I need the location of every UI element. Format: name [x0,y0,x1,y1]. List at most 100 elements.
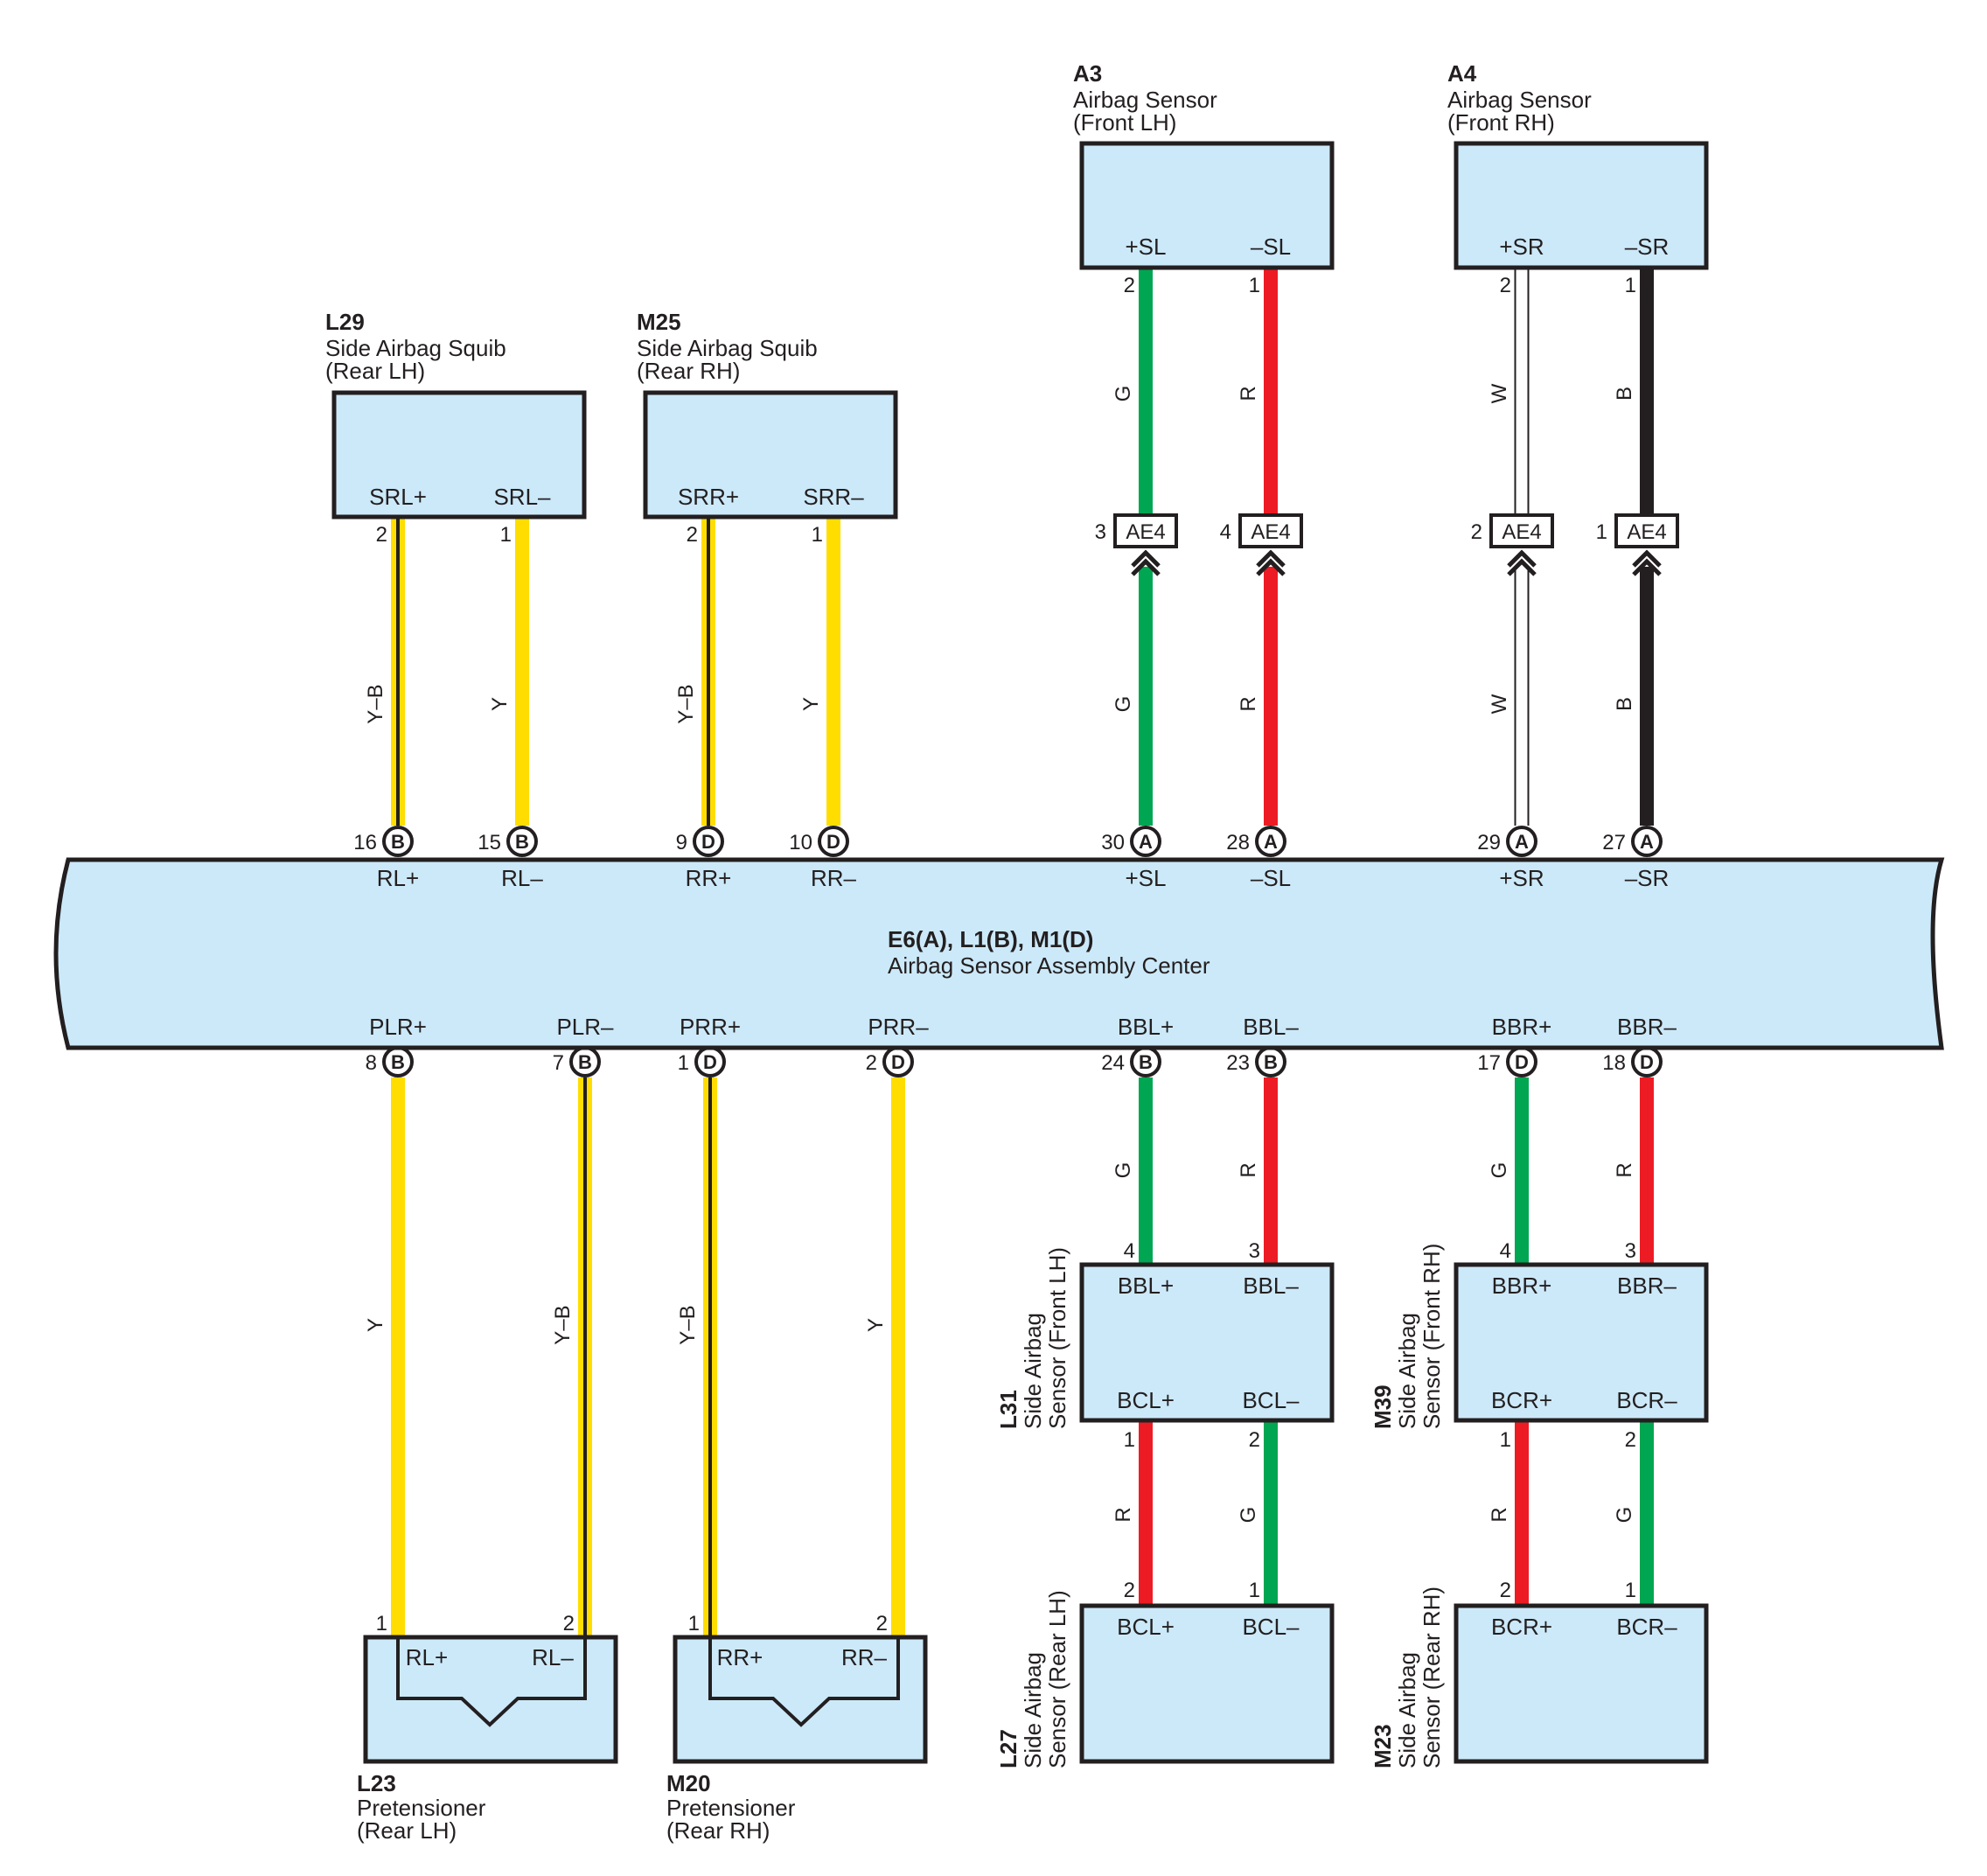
wire-color-code-group: R [1112,1507,1135,1522]
ecu-pin-number: 28 [1226,831,1250,854]
ecu-terminal-sr-plus: +SR [1499,865,1544,891]
ecu-pin-number: 29 [1477,831,1501,854]
wire-color-code-group: R [1488,1507,1511,1522]
terminal-label: BBL+ [1118,1273,1174,1299]
component-name: Airbag Sensor [1073,87,1217,113]
terminal-label: –SR [1625,234,1670,260]
connector-letter: D [826,831,840,853]
junction-connector-label: AE4 [1251,520,1290,544]
wire-color-code: G [1112,1162,1135,1179]
component-pin-number: 1 [376,1612,387,1635]
component-caption: L31 Side Airbag Sensor (Front LH) [995,1247,1070,1429]
connector-letter: A [1264,831,1278,853]
ecu-terminal-plr-minus: PLR– [556,1014,614,1040]
connector-letter: D [891,1051,905,1073]
terminal-label: SRL– [493,484,551,510]
ecu-pin-number: 1 [678,1051,689,1075]
terminal-label: BBR– [1617,1273,1677,1299]
component-pin-number: 2 [1500,274,1511,297]
ecu-pin-number: 2 [866,1051,877,1075]
ecu-pin-number: 17 [1477,1051,1501,1075]
ecu-terminal-bbl-minus: BBL– [1243,1014,1299,1040]
wire-color-code: R [1613,1162,1636,1177]
terminal-label: SRL+ [369,484,427,510]
wire-color-code-group: R [1613,1162,1636,1177]
terminal-label: BCR+ [1491,1614,1552,1640]
connector-letter: B [1139,1051,1153,1073]
wire-color-code: R [1237,696,1260,711]
component-l27: BCL+ BCL– L27 Side Airbag Sensor (Rear L… [995,1590,1335,1768]
ecu-bottom-terminals: PLR+ PLR– PRR+ PRR– BBL+ BBL– BBR+ BBR– [369,1014,1677,1040]
ecu-terminal-rr-plus: RR+ [686,865,732,891]
component-box [1079,1603,1335,1764]
ecu-terminal-bbr-minus: BBR– [1617,1014,1677,1040]
component-id: L27 [995,1729,1021,1768]
ecu-pin-number: 18 [1602,1051,1626,1075]
terminal-label: RL– [532,1644,574,1670]
component-name: Side Airbag [1020,1652,1046,1768]
connector-letter: B [1264,1051,1278,1073]
wire-color-code: Y [488,697,512,711]
chevron-icon [1131,558,1161,576]
ecu-terminal-bbl-plus: BBL+ [1118,1014,1174,1040]
ecu-pin-number: 23 [1226,1051,1250,1075]
component-box [1454,141,1709,270]
wires-layer: Y–B2B16Y1B15Y–B2D9Y1D10AE43GG2A30AE44RR1… [353,268,1679,1637]
component-l23: RL+ RL– L23 Pretensioner (Rear LH) [357,1635,618,1844]
ecu-terminal-sr-minus: –SR [1625,865,1670,891]
terminal-label: RR– [841,1644,888,1670]
component-box [1079,141,1335,270]
wire-color-code: R [1488,1507,1511,1522]
wire-color-code: Y–B [674,684,698,723]
component-name: Sensor (Front RH) [1419,1244,1445,1429]
component-caption: M39 Side Airbag Sensor (Front RH) [1370,1244,1445,1429]
component-id: M23 [1370,1724,1396,1768]
component-a4: A4 Airbag Sensor (Front RH) +SR –SR [1447,60,1709,270]
connector-circle [1506,826,1537,857]
wire-color-code-group: Y [364,1318,387,1332]
component-l31: BBL+ BBL– BCL+ BCL– L31 Side Airbag Sens… [995,1247,1335,1429]
connector-circle [693,826,724,857]
junction-pin-number: 1 [1596,520,1607,544]
junction-connector-box [1489,513,1554,548]
ecu-top-terminals: RL+ RL– RR+ RR– +SL –SL +SR –SR [377,865,1670,891]
chevron-icon [1507,558,1537,576]
ecu-body [53,857,1945,1050]
component-box [1454,1262,1709,1423]
component-pin-number: 4 [1124,1239,1135,1263]
wire-color-code-group: Y [488,697,512,711]
component-name: Side Airbag [1020,1313,1046,1429]
component-name: Side Airbag [1394,1652,1420,1768]
terminal-label: BCR+ [1491,1387,1552,1413]
connector-letter: B [391,1051,405,1073]
junction-connector-box [1614,513,1679,548]
pretensioner-symbol [708,1637,900,1727]
wire-color-code-group: R [1237,696,1260,711]
ecu-terminal-rl-minus: RL– [501,865,543,891]
component-pin-number: 2 [1249,1428,1260,1452]
ecu-terminal-prr-minus: PRR– [868,1014,929,1040]
chevron-icon [1632,558,1662,576]
terminal-label: BCR– [1616,1614,1677,1640]
wire-color-code-group: R [1237,386,1260,401]
component-id: L29 [325,309,365,335]
terminal-label: –SL [1251,234,1291,260]
ecu-terminal-bbr-plus: BBR+ [1492,1014,1552,1040]
terminal-label: RR+ [717,1644,763,1670]
component-pin-number: 2 [1500,1579,1511,1602]
wire-color-code-group: G [1488,1162,1511,1179]
component-pin-number: 2 [687,523,698,547]
terminal-label: BCL+ [1117,1614,1175,1640]
wire-color-code: Y–B [364,684,387,723]
component-name: Pretensioner [666,1795,796,1821]
component-id: M39 [1370,1384,1396,1429]
component-pin-number: 1 [812,523,823,547]
junction-connector-label: AE4 [1126,520,1165,544]
connector-circle [1255,826,1286,857]
wire-color-code-group: G [1112,1162,1135,1179]
connector-circle [1631,826,1663,857]
junction-pin-number: 3 [1095,520,1106,544]
connector-circle [818,826,849,857]
connector-letter: A [1139,831,1153,853]
wire-color-code: R [1112,1507,1135,1522]
